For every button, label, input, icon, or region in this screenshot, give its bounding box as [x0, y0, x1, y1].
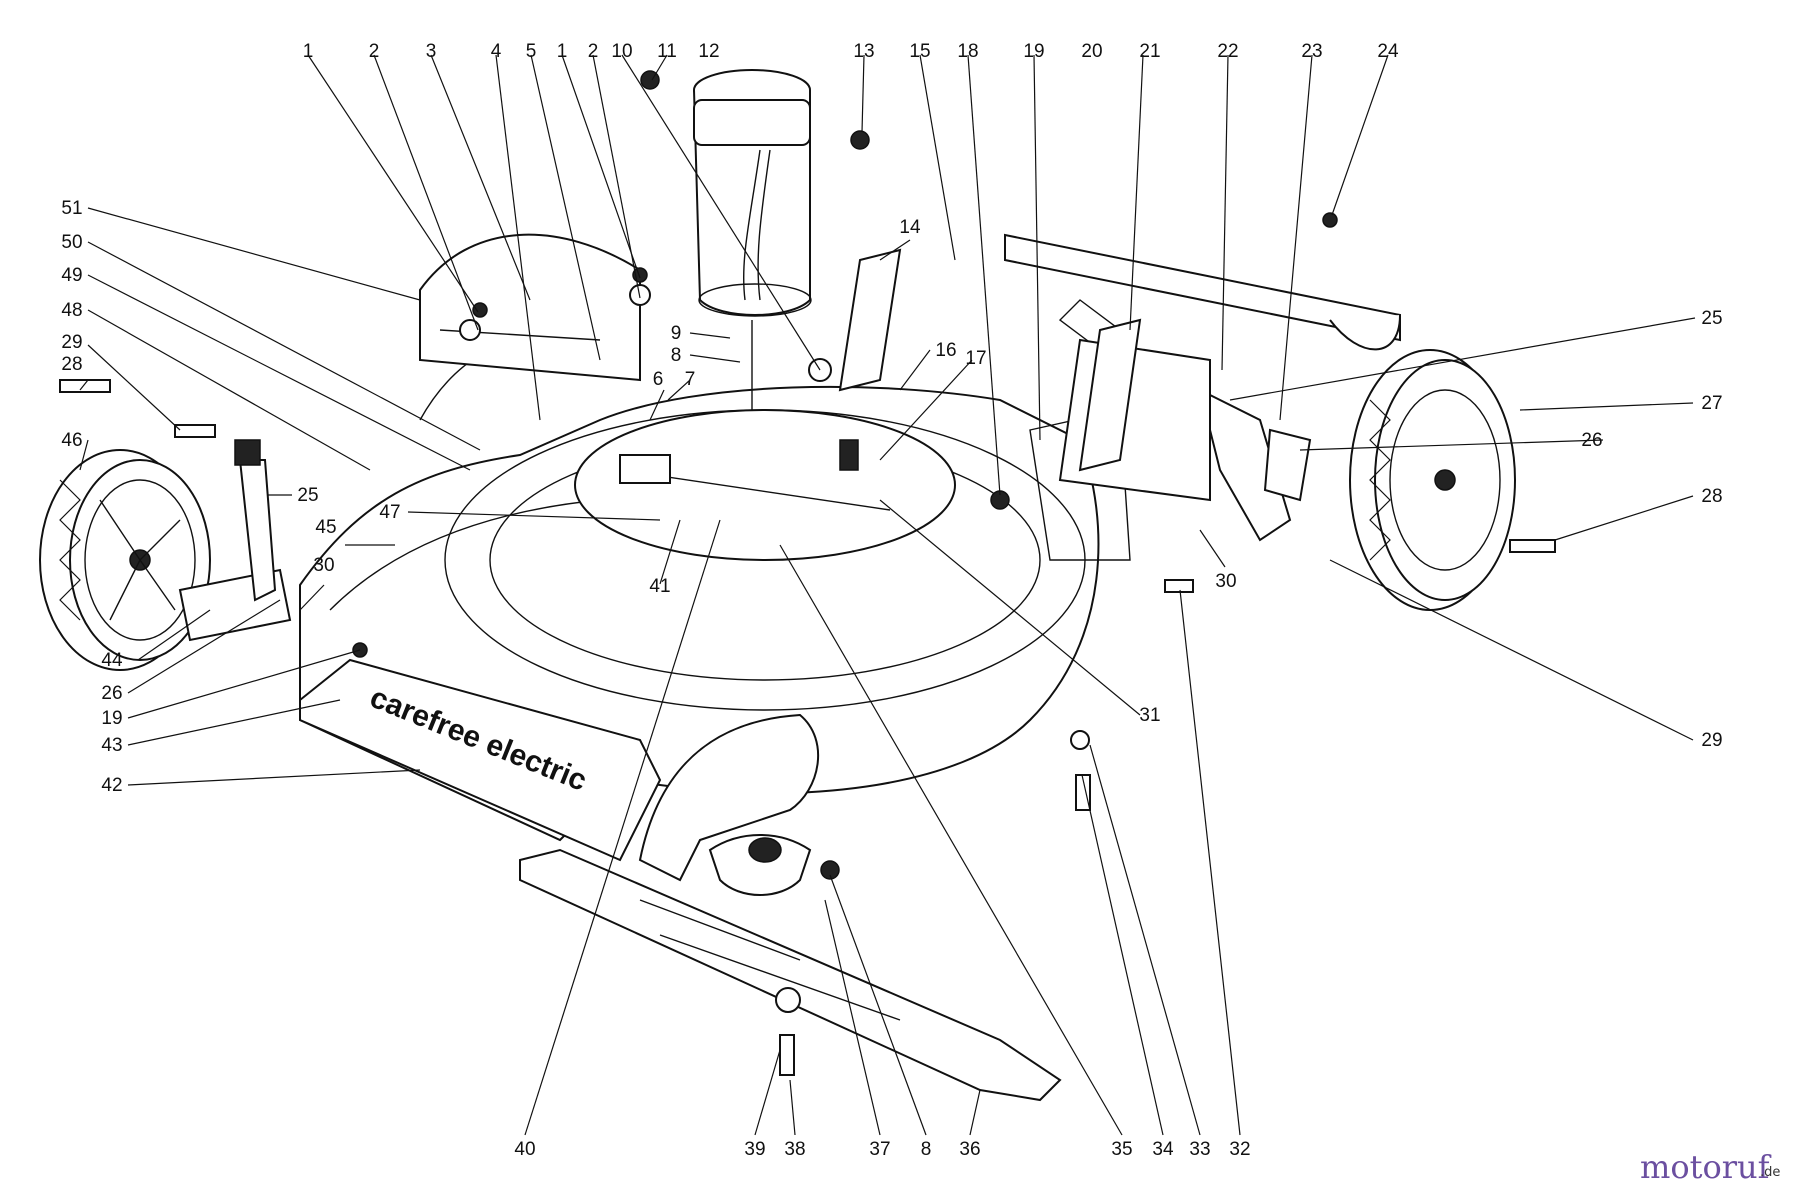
- callout-39: 39: [744, 1139, 765, 1160]
- callout-9: 9: [671, 323, 682, 344]
- callout-46: 46: [61, 430, 82, 451]
- callout-1b: 1: [557, 41, 568, 62]
- callout-29: 29: [61, 332, 82, 353]
- callout-32: 32: [1229, 1139, 1250, 1160]
- callout-20: 20: [1081, 41, 1102, 62]
- right-axle-bracket: [1198, 388, 1312, 542]
- mower-blade: [519, 834, 1062, 1102]
- callout-26-right: 26: [1581, 430, 1602, 451]
- callout-10: 10: [611, 41, 632, 62]
- callout-8-bottom: 8: [921, 1139, 932, 1160]
- callout-28-right: 28: [1701, 486, 1722, 507]
- callout-33: 33: [1189, 1139, 1210, 1160]
- callout-21: 21: [1139, 41, 1160, 62]
- callout-31: 31: [1139, 705, 1160, 726]
- callout-47: 47: [379, 502, 400, 523]
- callout-18: 18: [957, 41, 978, 62]
- callout-49: 49: [61, 265, 82, 286]
- callout-38: 38: [784, 1139, 805, 1160]
- electric-motor: [693, 69, 812, 440]
- callout-19: 19: [1023, 41, 1044, 62]
- callout-43: 43: [101, 735, 122, 756]
- callout-19-left: 19: [101, 708, 122, 729]
- callout-7: 7: [685, 369, 696, 390]
- callout-23: 23: [1301, 41, 1322, 62]
- callout-34: 34: [1152, 1139, 1174, 1160]
- hardware-fasteners: [59, 70, 1556, 1076]
- callout-6: 6: [653, 369, 664, 390]
- callout-22: 22: [1217, 41, 1238, 62]
- callout-14: 14: [899, 217, 921, 238]
- callout-36: 36: [959, 1139, 980, 1160]
- watermark-text: motoruf: [1640, 1148, 1772, 1186]
- callout-42: 42: [101, 775, 122, 796]
- callout-30: 30: [313, 555, 334, 576]
- callout-5: 5: [526, 41, 537, 62]
- front-bumper: [299, 658, 820, 882]
- watermark-domain: .de: [1760, 1165, 1780, 1180]
- callout-24: 24: [1377, 41, 1399, 62]
- callout-28: 28: [61, 354, 82, 375]
- callout-1: 1: [303, 41, 314, 62]
- callout-13: 13: [853, 41, 874, 62]
- right-wheel: [1349, 349, 1516, 611]
- callout-41: 41: [649, 576, 670, 597]
- callout-16: 16: [935, 340, 956, 361]
- left-wheel: [39, 449, 211, 671]
- callout-35: 35: [1111, 1139, 1132, 1160]
- callout-12: 12: [698, 41, 719, 62]
- rear-baffle: [1004, 233, 1401, 502]
- leader-lines: [79, 54, 1696, 1136]
- callout-45: 45: [315, 517, 336, 538]
- chute-cover: [419, 233, 641, 382]
- callout-labels: 1 2 3 4 5 1 2 10 11 12 13 15 18 19 20 21…: [61, 41, 1722, 1160]
- callout-37: 37: [869, 1139, 890, 1160]
- callout-50: 50: [61, 232, 82, 253]
- callout-29-right: 29: [1701, 730, 1722, 751]
- callout-11: 11: [657, 41, 677, 62]
- watermark-logo: motoruf .de: [1640, 1148, 1780, 1186]
- callout-17: 17: [965, 348, 986, 369]
- height-adjust-brackets: [838, 248, 1142, 472]
- callout-3: 3: [426, 41, 437, 62]
- callout-2: 2: [369, 41, 380, 62]
- callout-4: 4: [491, 41, 502, 62]
- callout-26: 26: [101, 683, 122, 704]
- callout-2b: 2: [588, 41, 599, 62]
- callout-8: 8: [671, 345, 682, 366]
- callout-25-right: 25: [1701, 308, 1722, 329]
- callout-25: 25: [297, 485, 318, 506]
- callout-15: 15: [909, 41, 930, 62]
- left-axle-bracket: [178, 439, 292, 642]
- callout-51: 51: [61, 198, 82, 219]
- callout-40: 40: [514, 1139, 535, 1160]
- callout-44: 44: [101, 650, 123, 671]
- callout-27: 27: [1701, 393, 1722, 414]
- callout-48: 48: [61, 300, 82, 321]
- callout-30-right: 30: [1215, 571, 1236, 592]
- motor-mounting-plate: [574, 409, 956, 561]
